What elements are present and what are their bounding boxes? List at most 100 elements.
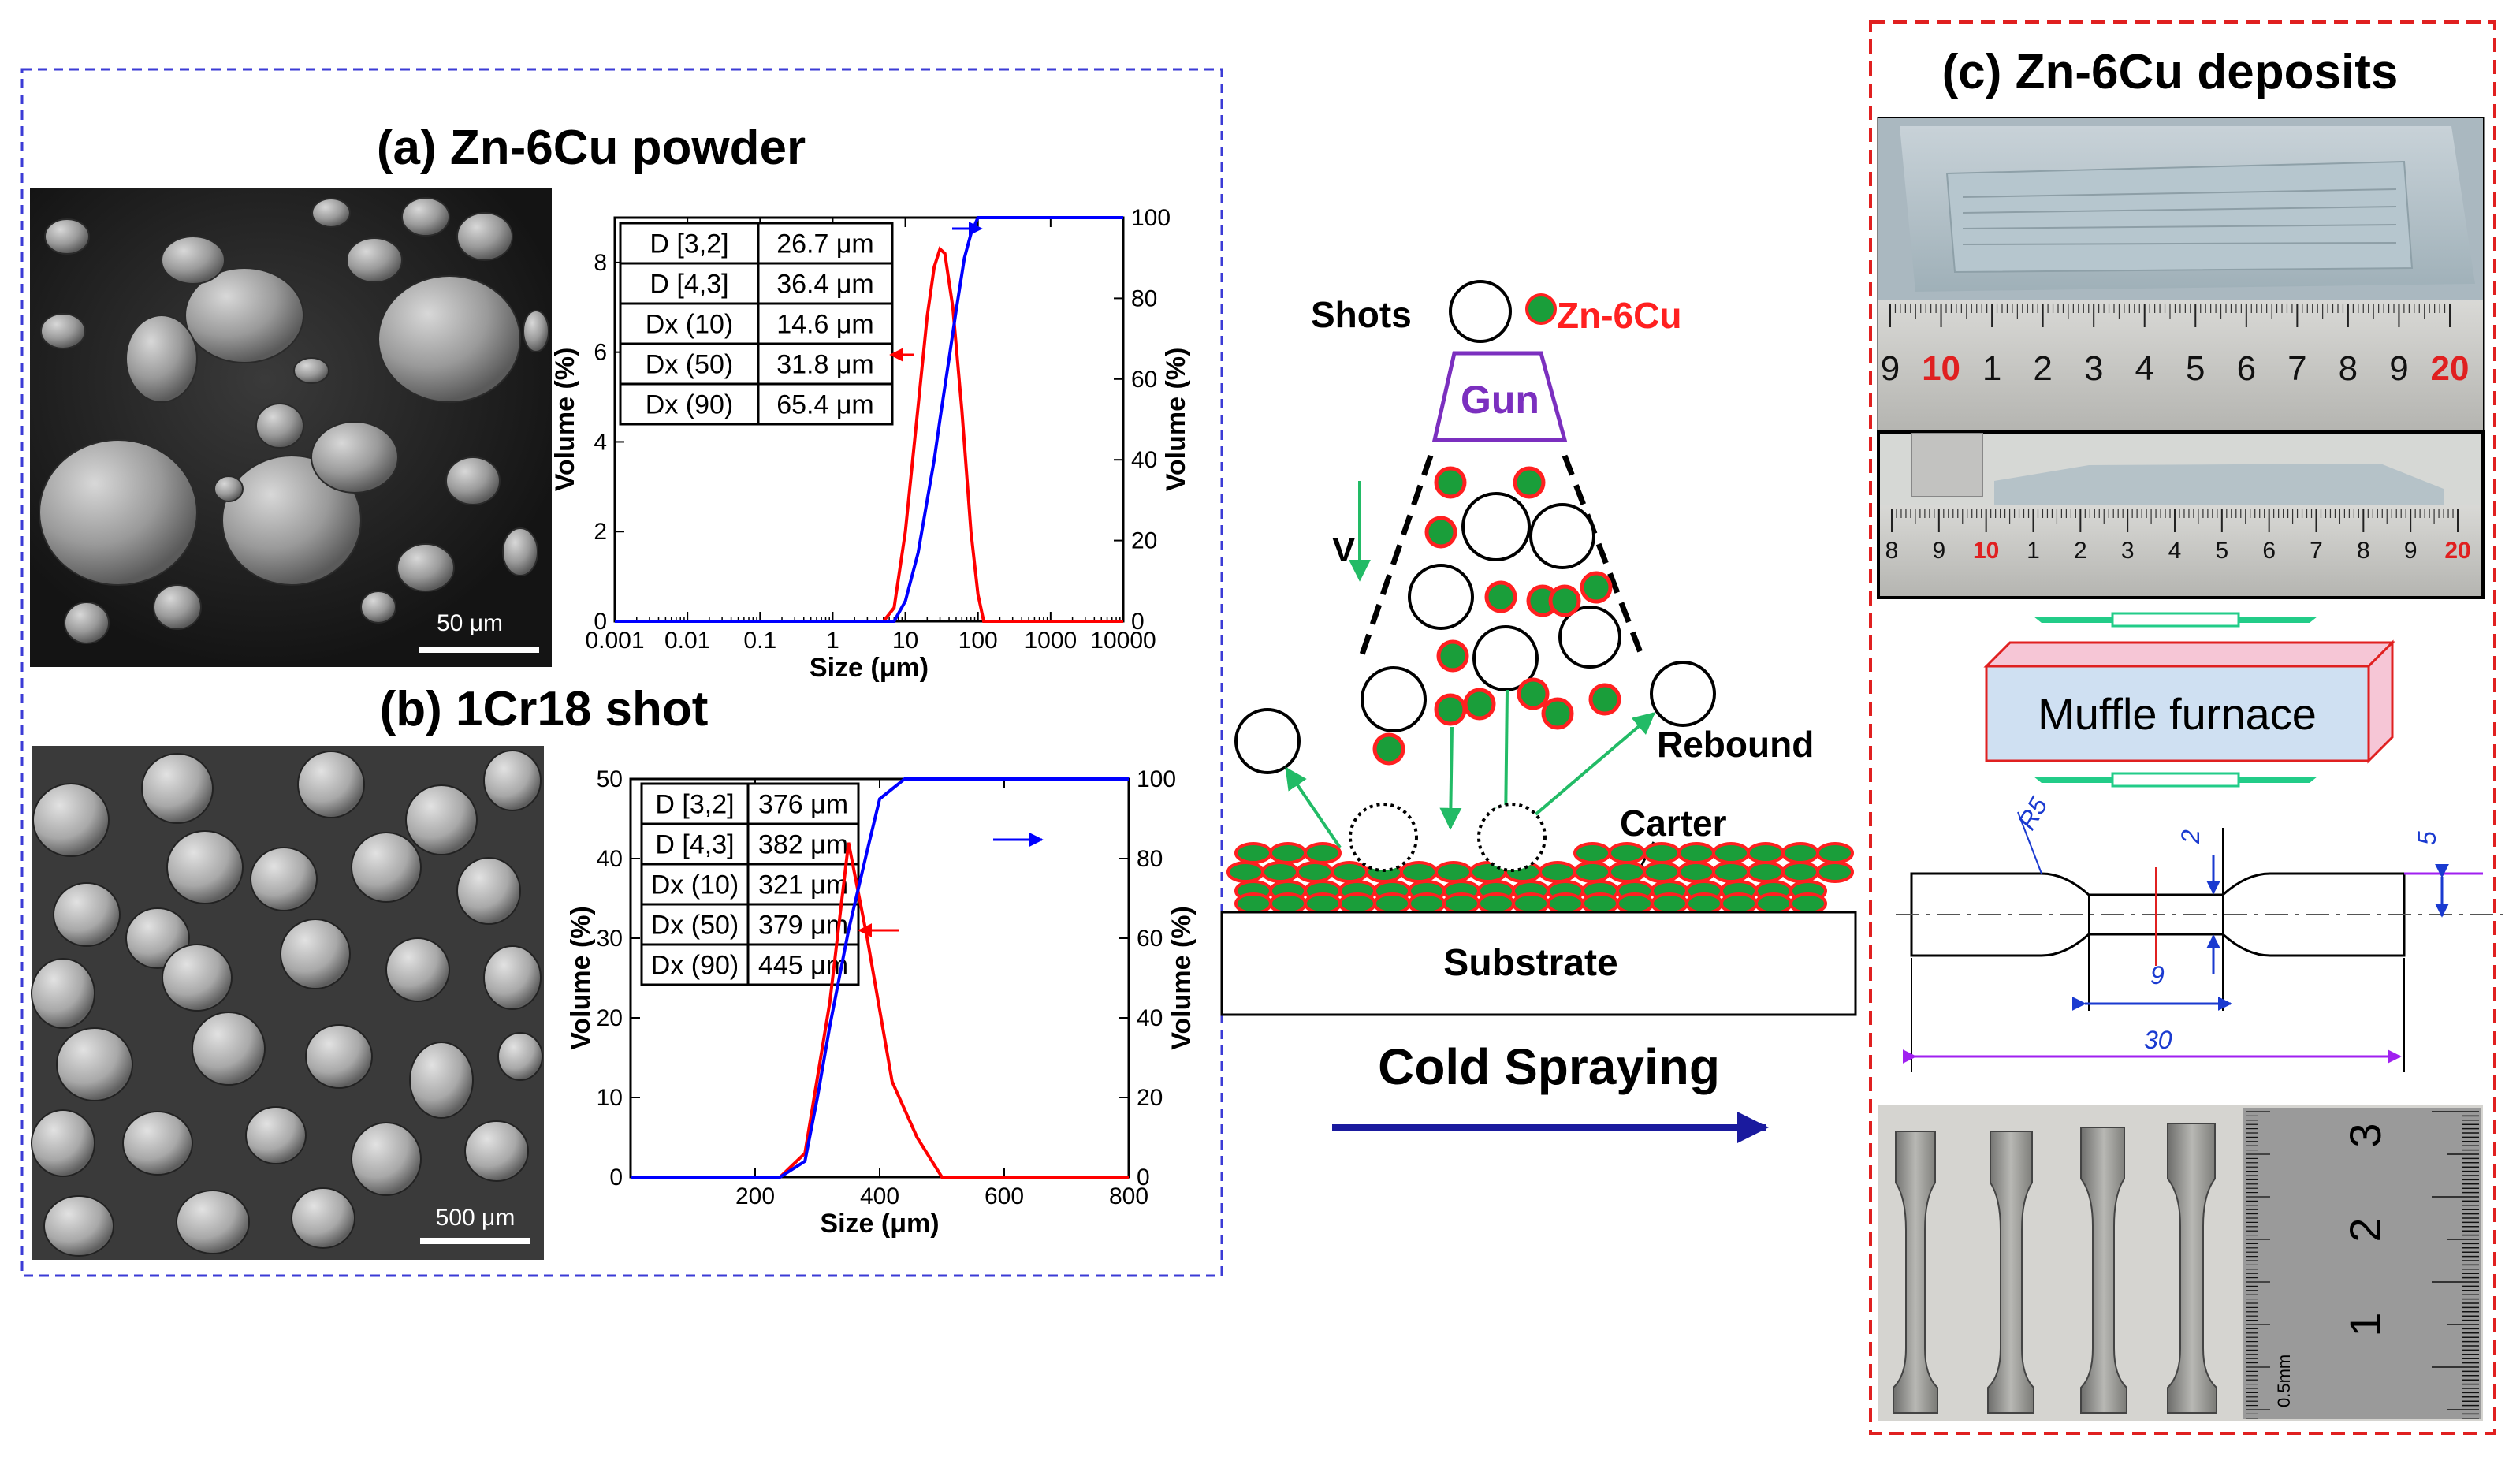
- deposited-particle: [1304, 892, 1342, 915]
- ruler-number: 7: [2310, 538, 2323, 564]
- chart-b-y-tick-label: 50: [597, 766, 623, 792]
- deposited-particle: [1643, 842, 1681, 864]
- chart-b-table-param: Dx (10): [651, 870, 739, 900]
- deposited-particle: [1581, 892, 1619, 915]
- deposited-particle: [1747, 842, 1785, 864]
- chart-a-y-tick-label: 2: [594, 519, 607, 545]
- deposited-particle: [1573, 842, 1611, 864]
- deposited-particle: [1269, 892, 1307, 915]
- chart-a-x-tick-label: 100: [958, 628, 998, 654]
- deposited-particle: [1539, 861, 1576, 883]
- ruler-number: 4: [2135, 349, 2153, 388]
- deposited-particle: [1616, 892, 1654, 915]
- chart-b-y-tick-label: 10: [597, 1085, 623, 1111]
- particle-legend-circle: [1525, 293, 1557, 325]
- deposited-particle: [1789, 892, 1827, 915]
- chart-b-y2-axis-label: Volume (%): [1167, 906, 1197, 1050]
- chart-a-x-tick-label: 10000: [1090, 628, 1156, 654]
- chart-a-y-tick-label: 0: [594, 609, 607, 635]
- impacting-shot-left: [1349, 803, 1418, 872]
- chart-a-y-tick-label: 6: [594, 340, 607, 366]
- scale-num-2: 2: [2340, 1217, 2390, 1242]
- chart-a-table-value: 14.6 μm: [776, 310, 874, 340]
- chart-b-table-value: 321 μm: [758, 870, 848, 900]
- ruler-number: 8: [1885, 538, 1899, 564]
- impacting-shot-right: [1477, 803, 1547, 872]
- gun-nozzle: [1431, 351, 1568, 442]
- ruler-number: 5: [2186, 349, 2205, 388]
- chart-a-y2-tick-label: 0: [1131, 609, 1145, 635]
- sem-image-powder: 50 μm: [30, 188, 552, 667]
- deposited-particle: [1677, 842, 1715, 864]
- ruler-number: 6: [2262, 538, 2276, 564]
- deposited-particle: [1720, 892, 1758, 915]
- deposited-particle: [1477, 892, 1515, 915]
- deposited-particle: [1435, 861, 1472, 883]
- chart-b-y-tick-label: 40: [597, 846, 623, 872]
- panel-a-title: (a) Zn-6Cu powder: [377, 121, 806, 175]
- spray-cone-left: [1359, 454, 1434, 656]
- deposited-particle: [1226, 861, 1264, 883]
- substrate-label: Substrate: [1443, 942, 1617, 984]
- deposited-particle: [1755, 892, 1792, 915]
- panel-c-title: (c) Zn-6Cu deposits: [1942, 45, 2399, 99]
- chart-a-y-tick-label: 8: [594, 250, 607, 276]
- chart-b-x-tick-label: 600: [985, 1183, 1024, 1209]
- flight-arrows: [1285, 689, 1656, 849]
- shots-label: Shots: [1311, 294, 1412, 335]
- chart-b-x-axis-label: Size (μm): [820, 1209, 939, 1239]
- chart-a-table-value: 36.4 μm: [776, 270, 874, 300]
- deposited-particle: [1781, 842, 1819, 864]
- chart-b-x-tick-label: 800: [1109, 1183, 1148, 1209]
- ruler-number: 3: [2084, 349, 2103, 388]
- deposited-particle: [1608, 842, 1646, 864]
- chart-b-table-param: Dx (90): [651, 951, 739, 981]
- deposited-particle: [1512, 892, 1550, 915]
- chart-a-table-param: Dx (90): [646, 390, 733, 420]
- dim-30: 30: [2144, 1026, 2172, 1054]
- scale-ruler: [2246, 1111, 2479, 1419]
- deposited-particle: [1442, 892, 1480, 915]
- step-arrow-1: [2034, 612, 2317, 628]
- rebound-label: Rebound: [1657, 724, 1814, 765]
- deposited-particle: [1608, 861, 1646, 883]
- muffle-furnace: Muffle furnace: [1983, 639, 2395, 764]
- ruler-number: 10: [1973, 538, 1999, 564]
- zn6cu-particles: [1372, 466, 1621, 766]
- scale-num-3: 3: [2340, 1123, 2390, 1147]
- chart-a-table-param: D [4,3]: [650, 270, 728, 300]
- deposited-particle: [1269, 842, 1307, 864]
- chart-b-y-tick-label: 0: [609, 1164, 623, 1191]
- chart-b-table-param: Dx (50): [651, 911, 739, 941]
- chart-b-x-tick-label: 200: [735, 1183, 775, 1209]
- tensile-specimen-drawing: R5 2 5 9 30: [1896, 792, 2503, 1072]
- chart-a-x-tick-label: 1: [826, 628, 839, 654]
- velocity-label: V: [1332, 531, 1356, 569]
- ruler-number: 1: [2027, 538, 2040, 564]
- ruler-number: 9: [2389, 349, 2408, 388]
- deposited-particle: [1816, 861, 1854, 883]
- chart-a-table-value: 31.8 μm: [776, 350, 874, 380]
- carter-label: Carter: [1620, 803, 1727, 844]
- chart-a-x-tick-label: 1000: [1024, 628, 1077, 654]
- deposited-particle: [1234, 892, 1272, 915]
- shot-particles: [1234, 492, 1716, 774]
- gun-label: Gun: [1461, 378, 1539, 422]
- ruler-number: 2: [2033, 349, 2052, 388]
- deposited-particle: [1781, 861, 1819, 883]
- chart-b-y2-tick-label: 60: [1137, 926, 1163, 952]
- chart-b-y2-tick-label: 20: [1137, 1085, 1163, 1111]
- ruler-number: 1: [1982, 349, 2001, 388]
- chart-a-series-frequency-line: [615, 246, 1123, 623]
- deposit-layer: [1226, 842, 1854, 915]
- chart-b-y-tick-label: 30: [597, 926, 623, 952]
- deposited-particle: [1685, 892, 1723, 915]
- panel-b-title: (b) 1Cr18 shot: [380, 682, 709, 736]
- ruler-number: 9: [1932, 538, 1945, 564]
